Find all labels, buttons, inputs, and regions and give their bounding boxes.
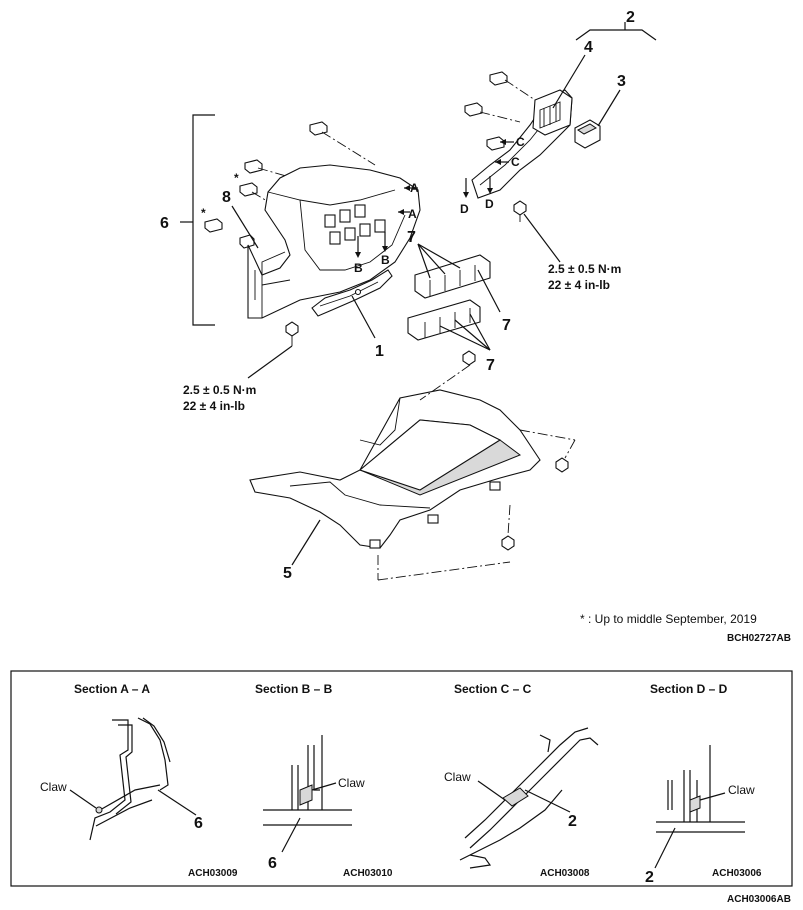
torque-left-line2: 22 ± 4 in-lb <box>183 399 245 413</box>
section-b-b: Section B – B Claw 6 ACH03010 <box>255 682 393 879</box>
section-mark-a2: A <box>408 207 417 221</box>
leader-4 <box>552 54 586 109</box>
torque-left-line1: 2.5 ± 0.5 N·m <box>183 383 256 397</box>
section-marks-right <box>463 139 514 198</box>
asterisk-2: * <box>201 206 206 220</box>
callout-7c: 7 <box>486 357 495 374</box>
section-b-claw: Claw <box>338 776 365 790</box>
part-7-switch-lower <box>407 299 481 341</box>
callout-7b: 7 <box>502 317 511 334</box>
section-views-box <box>10 670 793 887</box>
section-d-claw: Claw <box>728 783 755 797</box>
callout-6: 6 <box>160 215 169 232</box>
section-b-title: Section B – B <box>255 682 333 696</box>
callout-2: 2 <box>626 9 635 26</box>
asterisk-1: * <box>234 171 239 185</box>
part-4-vent <box>532 89 573 136</box>
section-c-c: Section C – C Claw 2 ACH03008 <box>444 682 599 879</box>
callout-3: 3 <box>617 73 626 90</box>
torque-right-line1: 2.5 ± 0.5 N·m <box>548 262 621 276</box>
bracket-6 <box>180 114 215 326</box>
section-b-code: ACH03010 <box>343 868 393 879</box>
section-d-code: ACH03006 <box>712 868 762 879</box>
callout-5: 5 <box>283 565 292 582</box>
section-a-code: ACH03009 <box>188 868 238 879</box>
section-mark-d2: D <box>485 197 494 211</box>
figure-code-main: BCH02727AB <box>727 633 791 644</box>
section-mark-d1: D <box>460 202 469 216</box>
section-a-claw: Claw <box>40 780 67 794</box>
section-mark-c2: C <box>511 155 520 169</box>
section-d-part: 2 <box>645 869 654 886</box>
part-5-under-cover <box>249 364 576 581</box>
bolt-right <box>513 200 561 263</box>
section-b-part: 6 <box>268 855 277 872</box>
part-7-switch-upper <box>414 254 491 299</box>
section-c-part: 2 <box>568 813 577 830</box>
clip-group-left <box>204 121 376 249</box>
section-a-a: Section A – A Claw 6 ACH03009 <box>40 682 238 879</box>
callout-1: 1 <box>375 343 384 360</box>
leader-5 <box>291 519 321 566</box>
footnote: * : Up to middle September, 2019 <box>580 612 757 626</box>
section-c-code: ACH03008 <box>540 868 590 879</box>
callout-4: 4 <box>584 39 593 56</box>
section-mark-b1: B <box>354 261 363 275</box>
torque-right-line2: 22 ± 4 in-lb <box>548 278 610 292</box>
bolt-left <box>247 321 299 379</box>
section-a-part: 6 <box>194 815 203 832</box>
leader-3 <box>597 89 621 127</box>
callout-7a: 7 <box>407 229 416 246</box>
part-6-lower-panel <box>247 164 421 319</box>
section-mark-c1: C <box>516 135 525 149</box>
leaders-7 <box>417 243 501 366</box>
section-d-d: Section D – D Claw 2 ACH03006 <box>645 682 762 886</box>
section-c-claw: Claw <box>444 770 471 784</box>
section-d-title: Section D – D <box>650 682 728 696</box>
section-marks-left <box>355 185 418 258</box>
leader-1 <box>351 295 376 339</box>
bracket-2 <box>575 22 657 41</box>
section-mark-b2: B <box>381 253 390 267</box>
figure-code-bottom: ACH03006AB <box>727 894 791 905</box>
part-1-cover <box>311 269 393 317</box>
section-mark-a1: A <box>410 181 419 195</box>
callout-8: 8 <box>222 189 231 206</box>
leader-8 <box>231 205 259 249</box>
part-3-switch <box>574 119 601 149</box>
section-a-title: Section A – A <box>74 682 150 696</box>
section-c-title: Section C – C <box>454 682 532 696</box>
